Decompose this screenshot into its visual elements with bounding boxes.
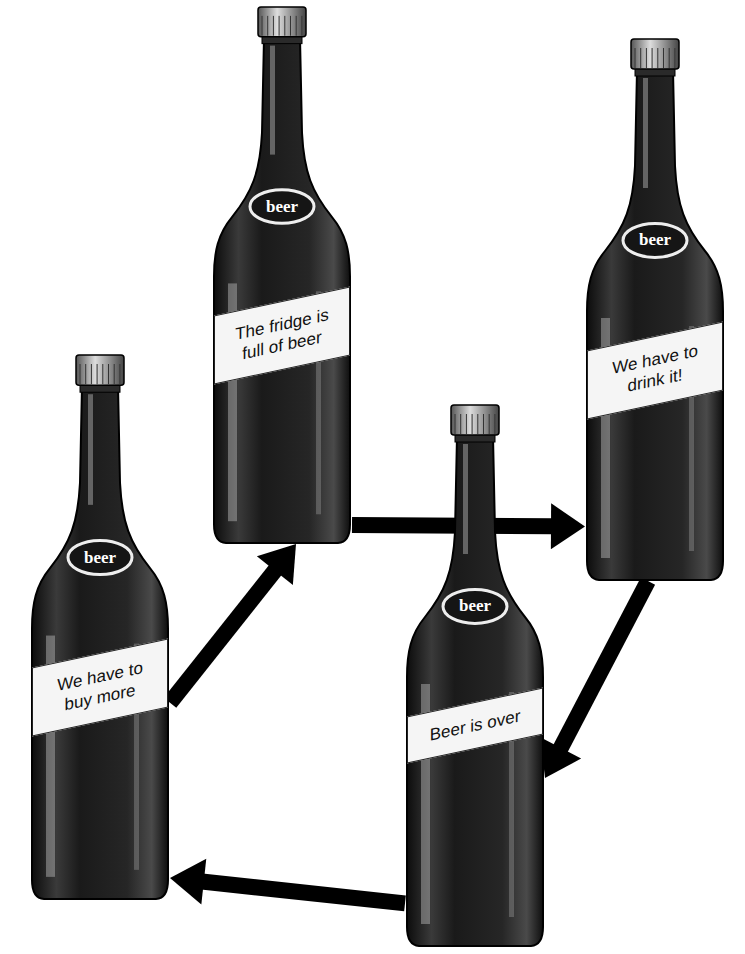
cap-crimp xyxy=(663,48,664,68)
arrow-head xyxy=(257,544,296,585)
cap-crimp xyxy=(279,16,280,36)
cap-crimp xyxy=(657,48,658,68)
cap-crimp xyxy=(296,16,297,36)
bottle-outline xyxy=(585,36,725,581)
arrow-head xyxy=(170,859,206,905)
bottle-cap xyxy=(258,7,306,37)
bottle-outline xyxy=(30,352,170,900)
cap-crimp xyxy=(262,16,263,36)
bottle-glass xyxy=(32,386,168,899)
bottle-glass xyxy=(214,38,350,543)
cap-crimp xyxy=(466,414,467,434)
cap-crimp xyxy=(80,364,81,384)
badge-text: beer xyxy=(585,230,725,250)
beer-bottle: beer We have to drink it! xyxy=(585,36,725,581)
cap-crimp xyxy=(455,414,456,434)
bottle-cap xyxy=(451,405,499,435)
beer-bottle: beerThe fridge is full of beer xyxy=(212,4,352,544)
cap-crimp xyxy=(646,48,647,68)
badge-text: beer xyxy=(405,596,545,616)
glass-highlight xyxy=(88,394,93,505)
cap-crimp xyxy=(91,364,92,384)
cap-crimp xyxy=(290,16,291,36)
cap-crimp xyxy=(635,48,636,68)
cap-crimp xyxy=(472,414,473,434)
bottle-outline xyxy=(405,402,545,947)
bottle-glass xyxy=(407,436,543,946)
label-text: The fridge is full of beer xyxy=(225,302,339,369)
cap-crimp xyxy=(267,16,268,36)
cap-crimp xyxy=(102,364,103,384)
arrow-shaft xyxy=(352,525,553,526)
glass-highlight xyxy=(643,78,648,188)
bottle-cap xyxy=(76,355,124,385)
beer-bottle: beer We have to buy more xyxy=(30,352,170,900)
cap-crimp xyxy=(108,364,109,384)
cap-crimp xyxy=(494,414,495,434)
bottle-outline xyxy=(212,4,352,544)
cap-crimp xyxy=(669,48,670,68)
cycle-arrow xyxy=(170,859,405,905)
arrow-shaft xyxy=(170,569,276,703)
cap-crimp xyxy=(119,364,120,384)
cycle-arrow xyxy=(540,581,648,778)
bottle-glass xyxy=(587,70,723,580)
badge-text: beer xyxy=(212,197,352,217)
arrow-shaft xyxy=(560,581,648,750)
arrow-shaft xyxy=(202,882,405,904)
glass-highlight xyxy=(270,46,275,155)
cap-crimp xyxy=(114,364,115,384)
glass-highlight xyxy=(463,444,468,554)
arrow-head xyxy=(540,737,581,778)
cap-crimp xyxy=(652,48,653,68)
cap-crimp xyxy=(489,414,490,434)
cap-crimp xyxy=(97,364,98,384)
cap-crimp xyxy=(674,48,675,68)
cap-crimp xyxy=(460,414,461,434)
cap-crimp xyxy=(284,16,285,36)
cycle-arrow xyxy=(170,544,296,703)
bottle-cap xyxy=(631,39,679,69)
label-text: We have to buy more xyxy=(43,654,157,721)
cap-crimp xyxy=(483,414,484,434)
label-text: We have to drink it! xyxy=(598,337,712,404)
arrow-head xyxy=(551,503,585,549)
cap-crimp xyxy=(477,414,478,434)
cap-crimp xyxy=(301,16,302,36)
cap-crimp xyxy=(273,16,274,36)
beer-bottle: beerBeer is over xyxy=(405,402,545,947)
badge-text: beer xyxy=(30,548,170,568)
cap-crimp xyxy=(640,48,641,68)
cap-crimp xyxy=(85,364,86,384)
